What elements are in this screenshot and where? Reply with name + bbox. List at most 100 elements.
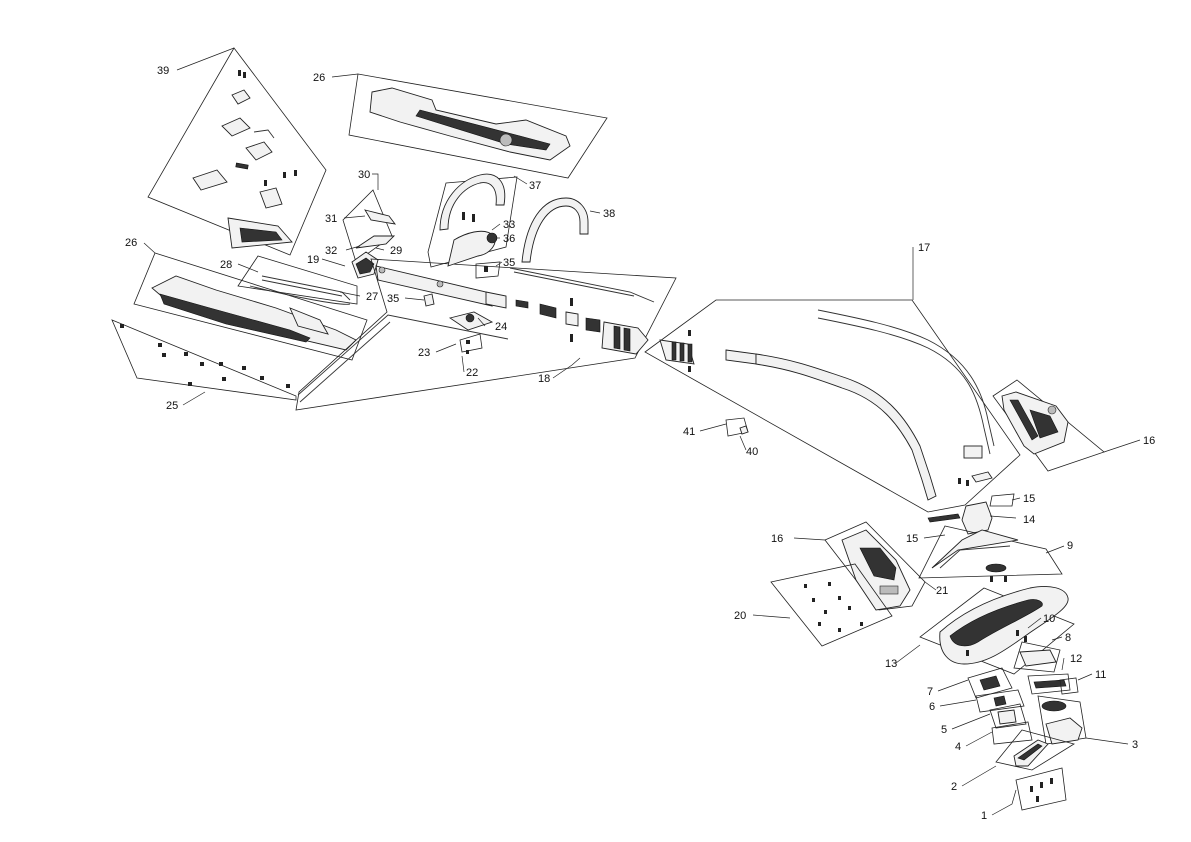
callout-15-lower: 15 [906, 533, 918, 545]
part-switch-cover [192, 169, 228, 191]
part-shaft-wire [817, 309, 995, 447]
callout-24: 24 [495, 321, 507, 333]
group-lower-small-parts [967, 641, 1087, 811]
part-screws-25 [120, 324, 290, 388]
part-bail-handle [521, 197, 589, 263]
part-7 [979, 675, 1001, 691]
group-38-bail-handle [521, 197, 589, 263]
callout-36: 36 [503, 233, 515, 245]
part-switch [259, 187, 283, 209]
part-screws-20 [804, 582, 863, 632]
callout-26-top: 26 [313, 72, 325, 84]
part-5 [997, 709, 1017, 725]
callout-40: 40 [746, 446, 758, 458]
part-6 [993, 695, 1007, 707]
part-cable [261, 275, 351, 301]
part-spring [235, 162, 249, 170]
callout-15-upper: 15 [1023, 493, 1035, 505]
callout-20: 20 [734, 610, 746, 622]
part-shaft-collar [725, 349, 757, 365]
group-9-cover [918, 525, 1063, 582]
part-screws-1 [1030, 778, 1053, 802]
callout-3: 3 [1132, 739, 1138, 751]
part-front-handle [439, 173, 506, 231]
part-grip-sleeve [659, 339, 695, 365]
callout-35-left: 35 [387, 293, 399, 305]
callout-22: 22 [466, 367, 478, 379]
group-37-front-handle [427, 173, 518, 279]
part-switch-pin [364, 209, 397, 225]
part-spool [1041, 700, 1067, 712]
part-lever [355, 235, 396, 249]
callout-11: 11 [1095, 669, 1106, 681]
group-26-handle-half-left [133, 252, 368, 361]
group-27-28-cable [237, 255, 358, 305]
callout-26-left: 26 [125, 237, 137, 249]
part-trigger [245, 141, 273, 161]
callout-23: 23 [418, 347, 430, 359]
group-29-32-switch-parts [342, 189, 397, 279]
part-knob-36 [486, 232, 498, 244]
part-spool-cover-3 [1045, 717, 1083, 745]
callout-5: 5 [941, 724, 947, 736]
callout-18: 18 [538, 373, 550, 385]
part-connector [539, 303, 557, 319]
callout-37: 37 [529, 180, 541, 192]
part-12 [1033, 679, 1067, 689]
part-upper-tube [375, 265, 493, 307]
callout-4: 4 [955, 741, 961, 753]
part-nut-35 [423, 293, 435, 307]
part-8 [1019, 649, 1057, 667]
group-13-guard [919, 586, 1075, 675]
group-39-handle-switch-parts [147, 47, 327, 256]
group-17-lower-shaft [644, 299, 1021, 513]
part-lower-shaft [755, 353, 937, 501]
callout-16-lower: 16 [771, 533, 783, 545]
part-clip-40 [739, 425, 749, 435]
part-clip [231, 89, 251, 105]
callout-17: 17 [918, 242, 930, 254]
callout-2: 2 [951, 781, 957, 793]
group-26-handle-half-top [348, 73, 608, 179]
callout-35-right: 35 [503, 257, 515, 269]
callout-8: 8 [1065, 632, 1071, 644]
group-14-15-motor [927, 493, 1015, 535]
part-motor-14 [961, 501, 993, 535]
callout-10: 10 [1043, 613, 1055, 625]
part-cover-plate [931, 529, 1019, 569]
callout-12: 12 [1070, 653, 1082, 665]
group-25-screws [111, 319, 297, 401]
callout-1: 1 [981, 810, 987, 822]
callout-9: 9 [1067, 540, 1073, 552]
part-wire-18 [509, 267, 655, 303]
leader-lines [143, 47, 1141, 816]
callout-28: 28 [220, 259, 232, 271]
callout-13: 13 [885, 658, 897, 670]
callout-31: 31 [325, 213, 337, 225]
callout-7: 7 [927, 686, 933, 698]
group-16-housing-lower [824, 521, 926, 611]
group-16-housing-upper [992, 379, 1105, 472]
group-20-screws [770, 563, 893, 647]
callout-27: 27 [366, 291, 378, 303]
part-gasket [985, 563, 1007, 573]
callout-39: 39 [157, 65, 169, 77]
callout-32: 32 [325, 245, 337, 257]
part-screws-39 [238, 70, 297, 186]
callout-29: 29 [390, 245, 402, 257]
callout-38: 38 [603, 208, 615, 220]
callout-21: 21 [936, 585, 948, 597]
callout-labels: 39 26 26 30 31 32 29 19 28 27 35 24 23 2… [125, 65, 1155, 822]
part-spring-wire [253, 129, 275, 139]
callout-33: 33 [503, 219, 515, 231]
callout-25: 25 [166, 400, 178, 412]
callout-16-upper: 16 [1143, 435, 1155, 447]
part-latch [221, 117, 251, 137]
callout-30: 30 [358, 169, 370, 181]
group-18-upper-tube-assembly [295, 258, 677, 411]
group-22-24-mount [423, 293, 494, 354]
callout-19: 19 [307, 254, 319, 266]
callout-41: 41 [683, 426, 695, 438]
callout-6: 6 [929, 701, 935, 713]
callout-14: 14 [1023, 514, 1035, 526]
